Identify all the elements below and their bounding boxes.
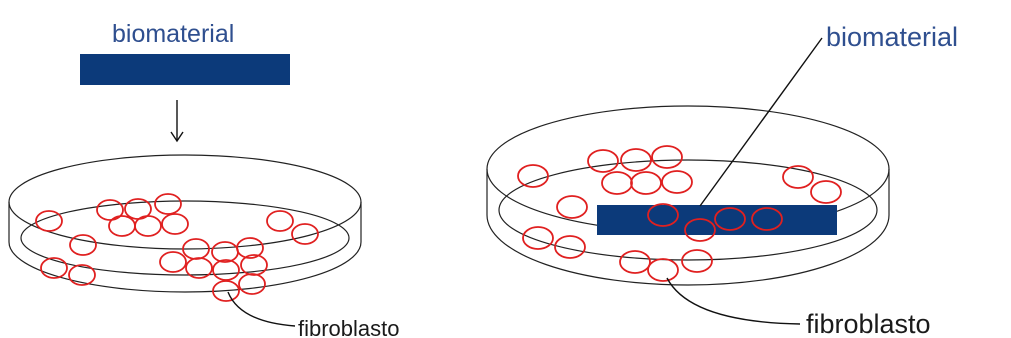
fibroblast-cell [652, 146, 682, 168]
fibroblast-cell [135, 216, 161, 236]
fibroblast-cell [267, 211, 293, 231]
left-panel: biomaterial fibroblasto [9, 20, 400, 338]
fibroblast-cell [518, 165, 548, 187]
left-fibroblast-leader-line [228, 292, 295, 326]
fibroblast-cell [557, 196, 587, 218]
fibroblast-cell [160, 252, 186, 272]
fibroblast-cell [588, 150, 618, 172]
fibroblast-cell [212, 242, 238, 262]
fibroblast-cell [69, 265, 95, 285]
fibroblast-cell [620, 251, 650, 273]
right-panel: biomaterial fibroblasto [487, 22, 958, 338]
right-biomaterial-leader-line [700, 38, 822, 206]
fibroblast-cell [682, 250, 712, 272]
fibroblast-cell [162, 214, 188, 234]
fibroblast-cell [70, 235, 96, 255]
down-arrow [171, 100, 183, 141]
fibroblast-cell [621, 149, 651, 171]
fibroblast-cell [662, 171, 692, 193]
left-fibroblast-label: fibroblasto [298, 316, 400, 338]
fibroblast-cell [109, 216, 135, 236]
fibroblast-cell [239, 274, 265, 294]
fibroblast-cell [811, 181, 841, 203]
right-fibroblast-label: fibroblasto [806, 309, 931, 338]
fibroblast-cell [523, 227, 553, 249]
fibroblast-cell [648, 259, 678, 281]
right-petri-dish [487, 106, 889, 285]
fibroblast-cell [155, 194, 181, 214]
right-biomaterial-block [597, 205, 837, 235]
fibroblast-cell [631, 172, 661, 194]
fibroblast-cell [213, 260, 239, 280]
left-biomaterial-block [80, 54, 290, 85]
left-biomaterial-label: biomaterial [112, 20, 234, 48]
right-biomaterial-label: biomaterial [826, 22, 958, 52]
fibroblast-cell [602, 172, 632, 194]
